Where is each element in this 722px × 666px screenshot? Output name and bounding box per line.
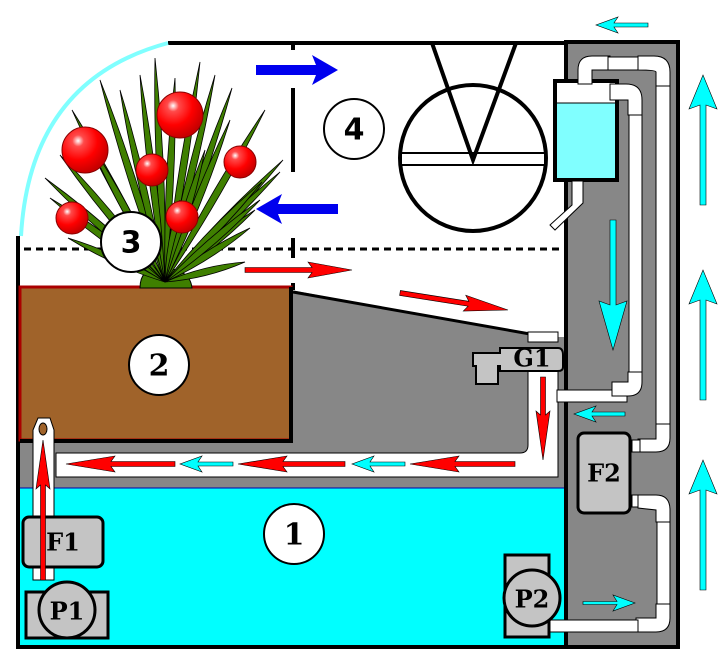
- fruit: [55, 201, 89, 235]
- riser-outlet: [38, 422, 48, 436]
- zone-2-label: 2: [149, 349, 170, 384]
- red-arrow-left-1: [409, 455, 516, 473]
- f1-filter[interactable]: F1: [21, 515, 105, 569]
- plant-fruits: [55, 91, 257, 235]
- cyan-arrow-up-1: [688, 74, 718, 206]
- zone-4-label: 4: [344, 113, 365, 148]
- fruit: [165, 200, 199, 234]
- grow-bed-frame: [20, 287, 293, 443]
- p1-label: P1: [50, 597, 85, 626]
- zone-4-marker: 4: [323, 98, 385, 160]
- zone-1-label: 1: [284, 518, 305, 553]
- cyan-arrow-left-1: [351, 455, 406, 473]
- p2-label: P2: [515, 585, 550, 614]
- red-arrow-left-3: [65, 455, 176, 473]
- flow-arrows: [35, 16, 718, 612]
- cyan-arrow-left-2: [179, 455, 234, 473]
- red-arrow-left-2: [237, 455, 346, 473]
- cyan-arrow-top-left: [595, 16, 649, 34]
- header-tank-water: [557, 103, 615, 178]
- zone-3-marker: 3: [100, 211, 162, 273]
- cyan-arrow-up-3: [688, 459, 718, 591]
- blue-arrow-left-air: [256, 194, 338, 224]
- fan-mount: [430, 42, 518, 166]
- red-arrow-right-tray: [399, 290, 509, 312]
- drain-tray: [292, 290, 531, 336]
- cyan-arrow-down-header: [598, 219, 628, 352]
- g1-fitting[interactable]: G1: [472, 331, 564, 385]
- glass-dome: [19, 41, 169, 237]
- leaf: [164, 199, 261, 283]
- fruit: [135, 153, 169, 187]
- tank-outline: [16, 236, 568, 649]
- red-arrow-up-riser: [35, 439, 51, 581]
- f2-label: F2: [587, 459, 621, 488]
- zone-1-marker: 1: [263, 503, 325, 565]
- cyan-arrow-up-2: [688, 269, 718, 401]
- overflow-spout: [549, 180, 584, 231]
- header-tank: [549, 79, 619, 231]
- zone-3-label: 3: [121, 226, 142, 261]
- side-pipes: [549, 55, 671, 633]
- fruit: [223, 145, 257, 179]
- red-arrow-right-bed: [244, 261, 353, 279]
- blue-arrow-right-air: [256, 55, 338, 85]
- fruit: [61, 126, 109, 174]
- cyan-arrow-left-junction: [573, 405, 626, 423]
- zone-2-marker: 2: [128, 334, 190, 396]
- f1-label: F1: [46, 528, 80, 557]
- p1-pump[interactable]: P1: [24, 580, 110, 640]
- fruit: [156, 91, 204, 139]
- f2-filter[interactable]: F2: [576, 431, 632, 515]
- leaf: [164, 261, 246, 283]
- fan: [398, 42, 548, 233]
- p2-pump[interactable]: P2: [502, 553, 562, 639]
- g1-label: G1: [513, 344, 550, 373]
- cyan-arrow-right-p2: [582, 594, 636, 612]
- red-arrow-down-g1: [535, 376, 551, 461]
